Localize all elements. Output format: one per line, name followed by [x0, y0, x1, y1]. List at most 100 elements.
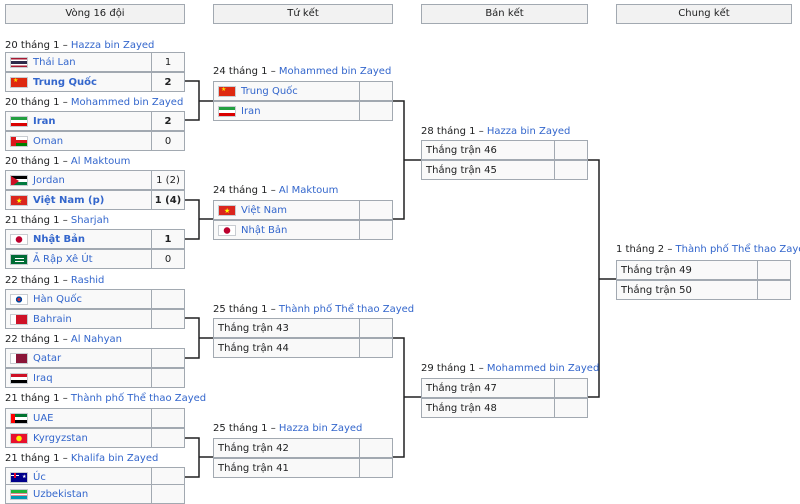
venue-link[interactable]: Al Maktoum — [278, 185, 339, 196]
team-row: UAE — [5, 408, 185, 428]
team-name[interactable]: Hàn Quốc — [33, 293, 82, 305]
team-name: Thắng trận 44 — [218, 342, 289, 354]
team-score: 2 — [151, 73, 184, 91]
team-name[interactable]: Việt Nam (p) — [33, 194, 105, 206]
vietnam-flag-icon: ★ — [218, 204, 236, 216]
team-row: Iraq — [5, 368, 185, 388]
venue-link[interactable]: Thành phố Thể thao Zayed — [278, 304, 415, 315]
team-name[interactable]: Thái Lan — [33, 56, 76, 68]
team-name[interactable]: Oman — [33, 135, 64, 147]
venue-link[interactable]: Mohammed bin Zayed — [278, 66, 392, 77]
team-name[interactable]: Bahrain — [33, 313, 72, 325]
team-name: Thắng trận 50 — [621, 284, 692, 296]
team-row: Thắng trận 47 — [421, 378, 588, 398]
round-header-qf: Tứ kết — [213, 4, 393, 24]
team-name[interactable]: Uzbekistan — [33, 488, 89, 500]
team-score — [151, 310, 184, 328]
team-score: 1 — [151, 230, 184, 248]
team-row: Iran 2 — [5, 111, 185, 131]
round-header-final: Chung kết — [616, 4, 792, 24]
team-row: Jordan 1 (2) — [5, 170, 185, 190]
team-name: Thắng trận 47 — [426, 382, 497, 394]
team-name[interactable]: Trung Quốc — [241, 85, 298, 97]
team-name: Thắng trận 43 — [218, 322, 289, 334]
japan-flag-icon — [10, 233, 28, 245]
venue-link[interactable]: Al Nahyan — [70, 334, 123, 345]
team-name[interactable]: Nhật Bản — [33, 233, 85, 245]
match-label: 22 tháng 1 – Rashid — [5, 275, 105, 286]
team-name[interactable]: Việt Nam — [241, 204, 288, 216]
team-name[interactable]: Iraq — [33, 372, 53, 384]
kyrgyzstan-flag-icon — [10, 432, 28, 444]
team-name[interactable]: Ả Rập Xê Út — [33, 253, 93, 265]
uae-flag-icon — [10, 412, 28, 424]
team-row: Oman 0 — [5, 131, 185, 151]
team-score — [151, 369, 184, 387]
match-label: 21 tháng 1 – Khalifa bin Zayed — [5, 453, 159, 464]
venue-link[interactable]: Mohammed bin Zayed — [486, 363, 600, 374]
match-label: 20 tháng 1 – Mohammed bin Zayed — [5, 97, 184, 108]
team-name[interactable]: UAE — [33, 412, 54, 424]
venue-link[interactable]: Thành phố Thể thao Zayed — [675, 244, 800, 255]
venue-link[interactable]: Hazza bin Zayed — [278, 423, 363, 434]
team-row: Thắng trận 46 — [421, 140, 588, 160]
team-row: Nhật Bản 1 — [5, 229, 185, 249]
team-name[interactable]: Iran — [241, 105, 261, 117]
team-score — [151, 349, 184, 367]
team-row: Qatar — [5, 348, 185, 368]
oman-flag-icon — [10, 135, 28, 147]
team-name[interactable]: Úc — [33, 471, 46, 483]
team-name[interactable]: Jordan — [33, 174, 65, 186]
team-row: Thái Lan 1 — [5, 52, 185, 72]
team-row: Thắng trận 48 — [421, 398, 588, 418]
team-name: Thắng trận 45 — [426, 164, 497, 176]
match-label: 22 tháng 1 – Al Nahyan — [5, 334, 123, 345]
australia-flag-icon: ★ — [10, 471, 28, 483]
team-name[interactable]: Nhật Bản — [241, 224, 288, 236]
team-score: 1 (4) — [151, 191, 184, 209]
team-name: Thắng trận 46 — [426, 144, 497, 156]
china-flag-icon: ★ — [218, 85, 236, 97]
team-score: 1 (2) — [151, 171, 184, 189]
team-row: Thắng trận 44 — [213, 338, 393, 358]
team-name[interactable]: Qatar — [33, 352, 62, 364]
venue-link[interactable]: Khalifa bin Zayed — [70, 453, 159, 464]
team-row: ★ Úc — [5, 467, 185, 487]
team-score: 0 — [151, 250, 184, 268]
team-row: Thắng trận 45 — [421, 160, 588, 180]
venue-link[interactable]: Mohammed bin Zayed — [70, 97, 184, 108]
team-row: Thắng trận 41 — [213, 458, 393, 478]
team-score — [151, 468, 184, 486]
jordan-flag-icon — [10, 174, 28, 186]
venue-link[interactable]: Al Maktoum — [70, 156, 131, 167]
venue-link[interactable]: Thành phố Thể thao Zayed — [70, 393, 207, 404]
team-score — [359, 82, 392, 100]
team-name[interactable]: Trung Quốc — [33, 76, 97, 88]
team-score: 1 — [151, 53, 184, 71]
venue-link[interactable]: Sharjah — [70, 215, 110, 226]
team-score — [359, 201, 392, 219]
venue-link[interactable]: Rashid — [70, 275, 105, 286]
team-score — [359, 339, 392, 357]
team-row: Thắng trận 49 — [616, 260, 791, 280]
venue-link[interactable]: Hazza bin Zayed — [486, 126, 571, 137]
team-row: Hàn Quốc — [5, 289, 185, 309]
bahrain-flag-icon — [10, 313, 28, 325]
match-label: 21 tháng 1 – Sharjah — [5, 215, 110, 226]
round-header-sf: Bán kết — [421, 4, 588, 24]
match-label: 29 tháng 1 – Mohammed bin Zayed — [421, 363, 600, 374]
team-name[interactable]: Iran — [33, 115, 56, 127]
team-score — [151, 429, 184, 447]
venue-link[interactable]: Hazza bin Zayed — [70, 40, 155, 51]
team-row: Thắng trận 50 — [616, 280, 791, 300]
team-row: ★Trung Quốc 2 — [5, 72, 185, 92]
team-row: Thắng trận 43 — [213, 318, 393, 338]
team-name[interactable]: Kyrgyzstan — [33, 432, 88, 444]
team-row: Bahrain — [5, 309, 185, 329]
team-row: ★Việt Nam (p) 1 (4) — [5, 190, 185, 210]
match-label: 1 tháng 2 – Thành phố Thể thao Zayed — [616, 243, 800, 256]
team-score — [757, 261, 790, 279]
team-row: Iran — [213, 101, 393, 121]
team-score — [359, 221, 392, 239]
